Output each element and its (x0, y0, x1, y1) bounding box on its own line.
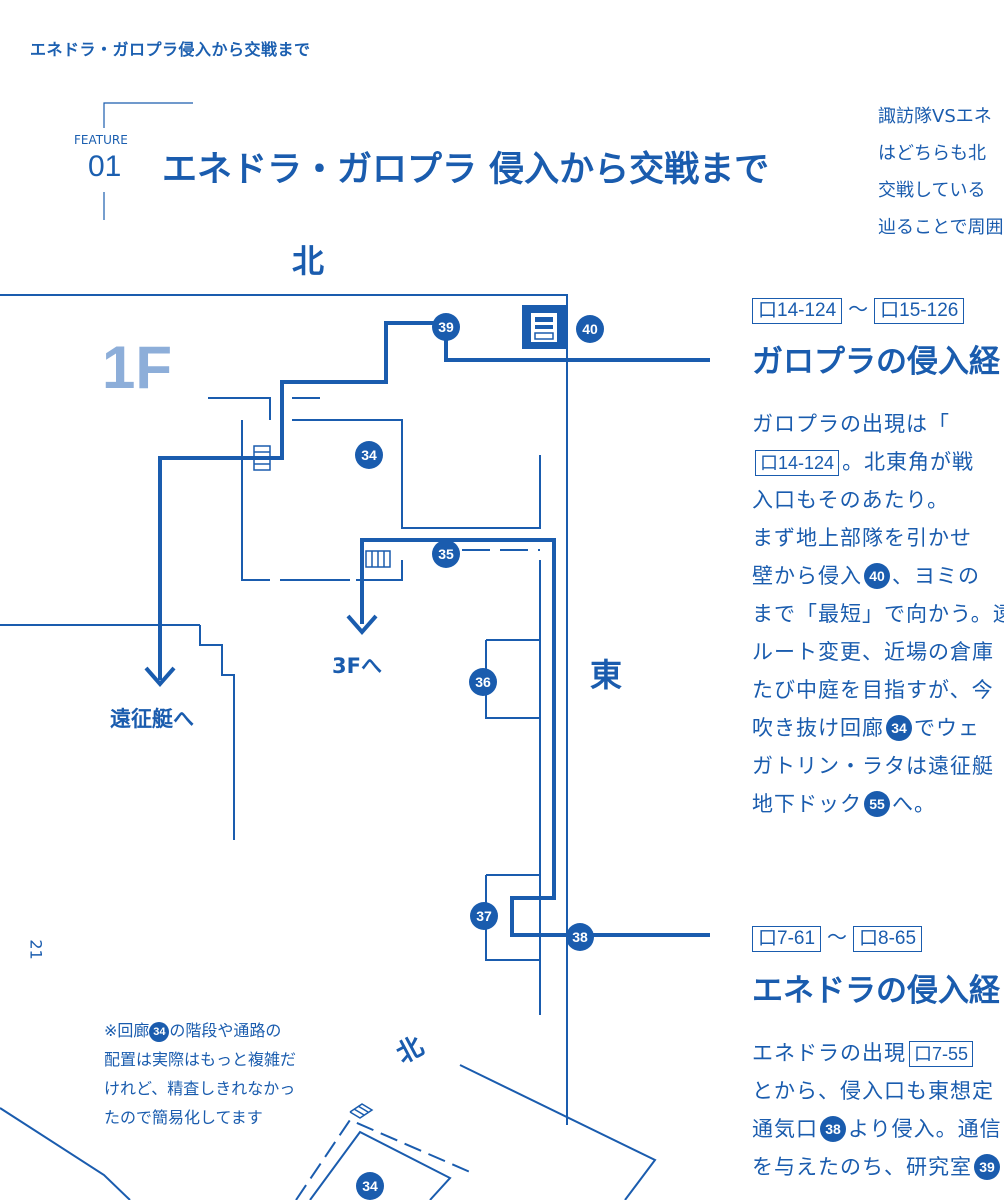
body-line: を与えたのち、研究室 (752, 1155, 972, 1179)
marker-text: 38 (572, 929, 588, 945)
page-title: エネドラ・ガロプラ 侵入から交戦まで (162, 150, 770, 190)
body-line: まず地上部隊を引かせ (752, 526, 972, 550)
marker-text: 34 (362, 1178, 378, 1194)
map-marker-39: 39 (432, 313, 460, 345)
ref-box: 口7-61 (752, 926, 822, 952)
east-label: 東 (590, 656, 623, 694)
inline-circle: 38 (820, 1116, 846, 1142)
body-line: より侵入。通信 (848, 1117, 1002, 1141)
marker-text: 34 (361, 447, 377, 463)
inline-circle: 40 (864, 563, 890, 589)
inline-ref: 口7-55 (909, 1041, 974, 1067)
intro-line: 辿ることで周囲 (878, 217, 1004, 238)
inline-ref: 口14-124 (755, 450, 840, 476)
page-number: 21 (26, 939, 46, 960)
body-line: ガトリン・ラタは遠征艇 (752, 754, 994, 778)
ref-box: 口15-126 (874, 298, 965, 324)
body-line: エネドラの出現 (752, 1041, 906, 1065)
section1-body: ガロプラの出現は「 口14-124。北東角が戦 入口もそのあたり。 まず地上部隊… (752, 405, 1004, 823)
iso-stairs-icon (349, 1103, 374, 1119)
ref-box: 口8-65 (853, 926, 923, 952)
intro-text: 諏訪隊VSエネ はどちらも北 交戦している 辿ることで周囲 (878, 98, 1003, 246)
map-marker-34: 34 (355, 441, 383, 473)
ref-tilde: ～ (827, 925, 848, 949)
section1-refs: 口14-124～口15-126 (752, 293, 965, 324)
map-marker-37: 37 (470, 902, 498, 934)
floor-label: 1F (102, 334, 173, 401)
note-text: ※回廊 (104, 1021, 150, 1040)
intro-line: 諏訪隊VSエネ (878, 106, 992, 127)
marker-text: 37 (476, 908, 492, 924)
body-line: 地下ドック (752, 792, 862, 816)
feature-number: 01 (88, 150, 122, 183)
iso-map (0, 1064, 657, 1200)
body-line: 、ヨミの (892, 564, 980, 588)
to-3f-label: 3Fへ (332, 654, 382, 678)
marker-text: 39 (438, 319, 454, 335)
iso-marker-34: 34 (356, 1172, 384, 1204)
to-ship-label: 遠征艇へ (110, 707, 194, 731)
note-text: たので簡易化してます (104, 1108, 263, 1127)
inline-circle: 39 (974, 1154, 1000, 1180)
feature-label: FEATURE (74, 133, 128, 147)
body-line: 通気口 (752, 1117, 818, 1141)
section2-refs: 口7-61～口8-65 (752, 921, 923, 952)
section2-title: エネドラの侵入経 (752, 973, 1000, 1009)
intro-line: はどちらも北 (878, 143, 986, 164)
section1-title: ガロプラの侵入経 (752, 344, 1000, 380)
body-line: まで「最短」で向かう。遠 (752, 602, 1004, 626)
body-line: 。北東角が戦 (842, 450, 975, 474)
inline-circle: 55 (864, 791, 890, 817)
note-text: けれど、精査しきれなかっ (104, 1079, 296, 1098)
map-marker-38: 38 (566, 923, 594, 955)
map-marker-36: 36 (469, 668, 497, 700)
body-line: とから、侵入口も東想定 (752, 1079, 994, 1103)
intro-line: 交戦している (878, 180, 986, 201)
note-circle: 34 (149, 1022, 170, 1042)
body-line: たび中庭を目指すが、今 (752, 678, 994, 702)
map-marker-40: 40 (576, 315, 604, 347)
body-line: でウェ (914, 716, 980, 740)
inline-circle: 34 (886, 715, 912, 741)
map-marker-35: 35 (432, 540, 460, 572)
body-line: へ。 (892, 792, 936, 816)
ref-tilde: ～ (848, 297, 869, 321)
body-line: 吹き抜け回廊 (752, 716, 884, 740)
ref-box: 口14-124 (752, 298, 843, 324)
map-dashed-walls (241, 420, 540, 581)
body-line: ルート変更、近場の倉庫 (752, 640, 994, 664)
body-line: 壁から侵入 (752, 564, 862, 588)
note-text: の階段や通路の (169, 1021, 282, 1040)
body-line: 入口もそのあたり。 (752, 488, 950, 512)
marker-text: 40 (582, 321, 598, 337)
marker-text: 36 (475, 674, 491, 690)
panel-icon (522, 305, 566, 349)
route-paths (144, 321, 710, 937)
body-line: ガロプラの出現は「 (752, 412, 950, 436)
north-label: 北 (292, 242, 325, 280)
note-text: 配置は実際はもっと複雑だ (104, 1050, 297, 1069)
running-header: エネドラ・ガロプラ侵入から交戦まで (30, 40, 311, 59)
marker-text: 35 (438, 546, 454, 562)
